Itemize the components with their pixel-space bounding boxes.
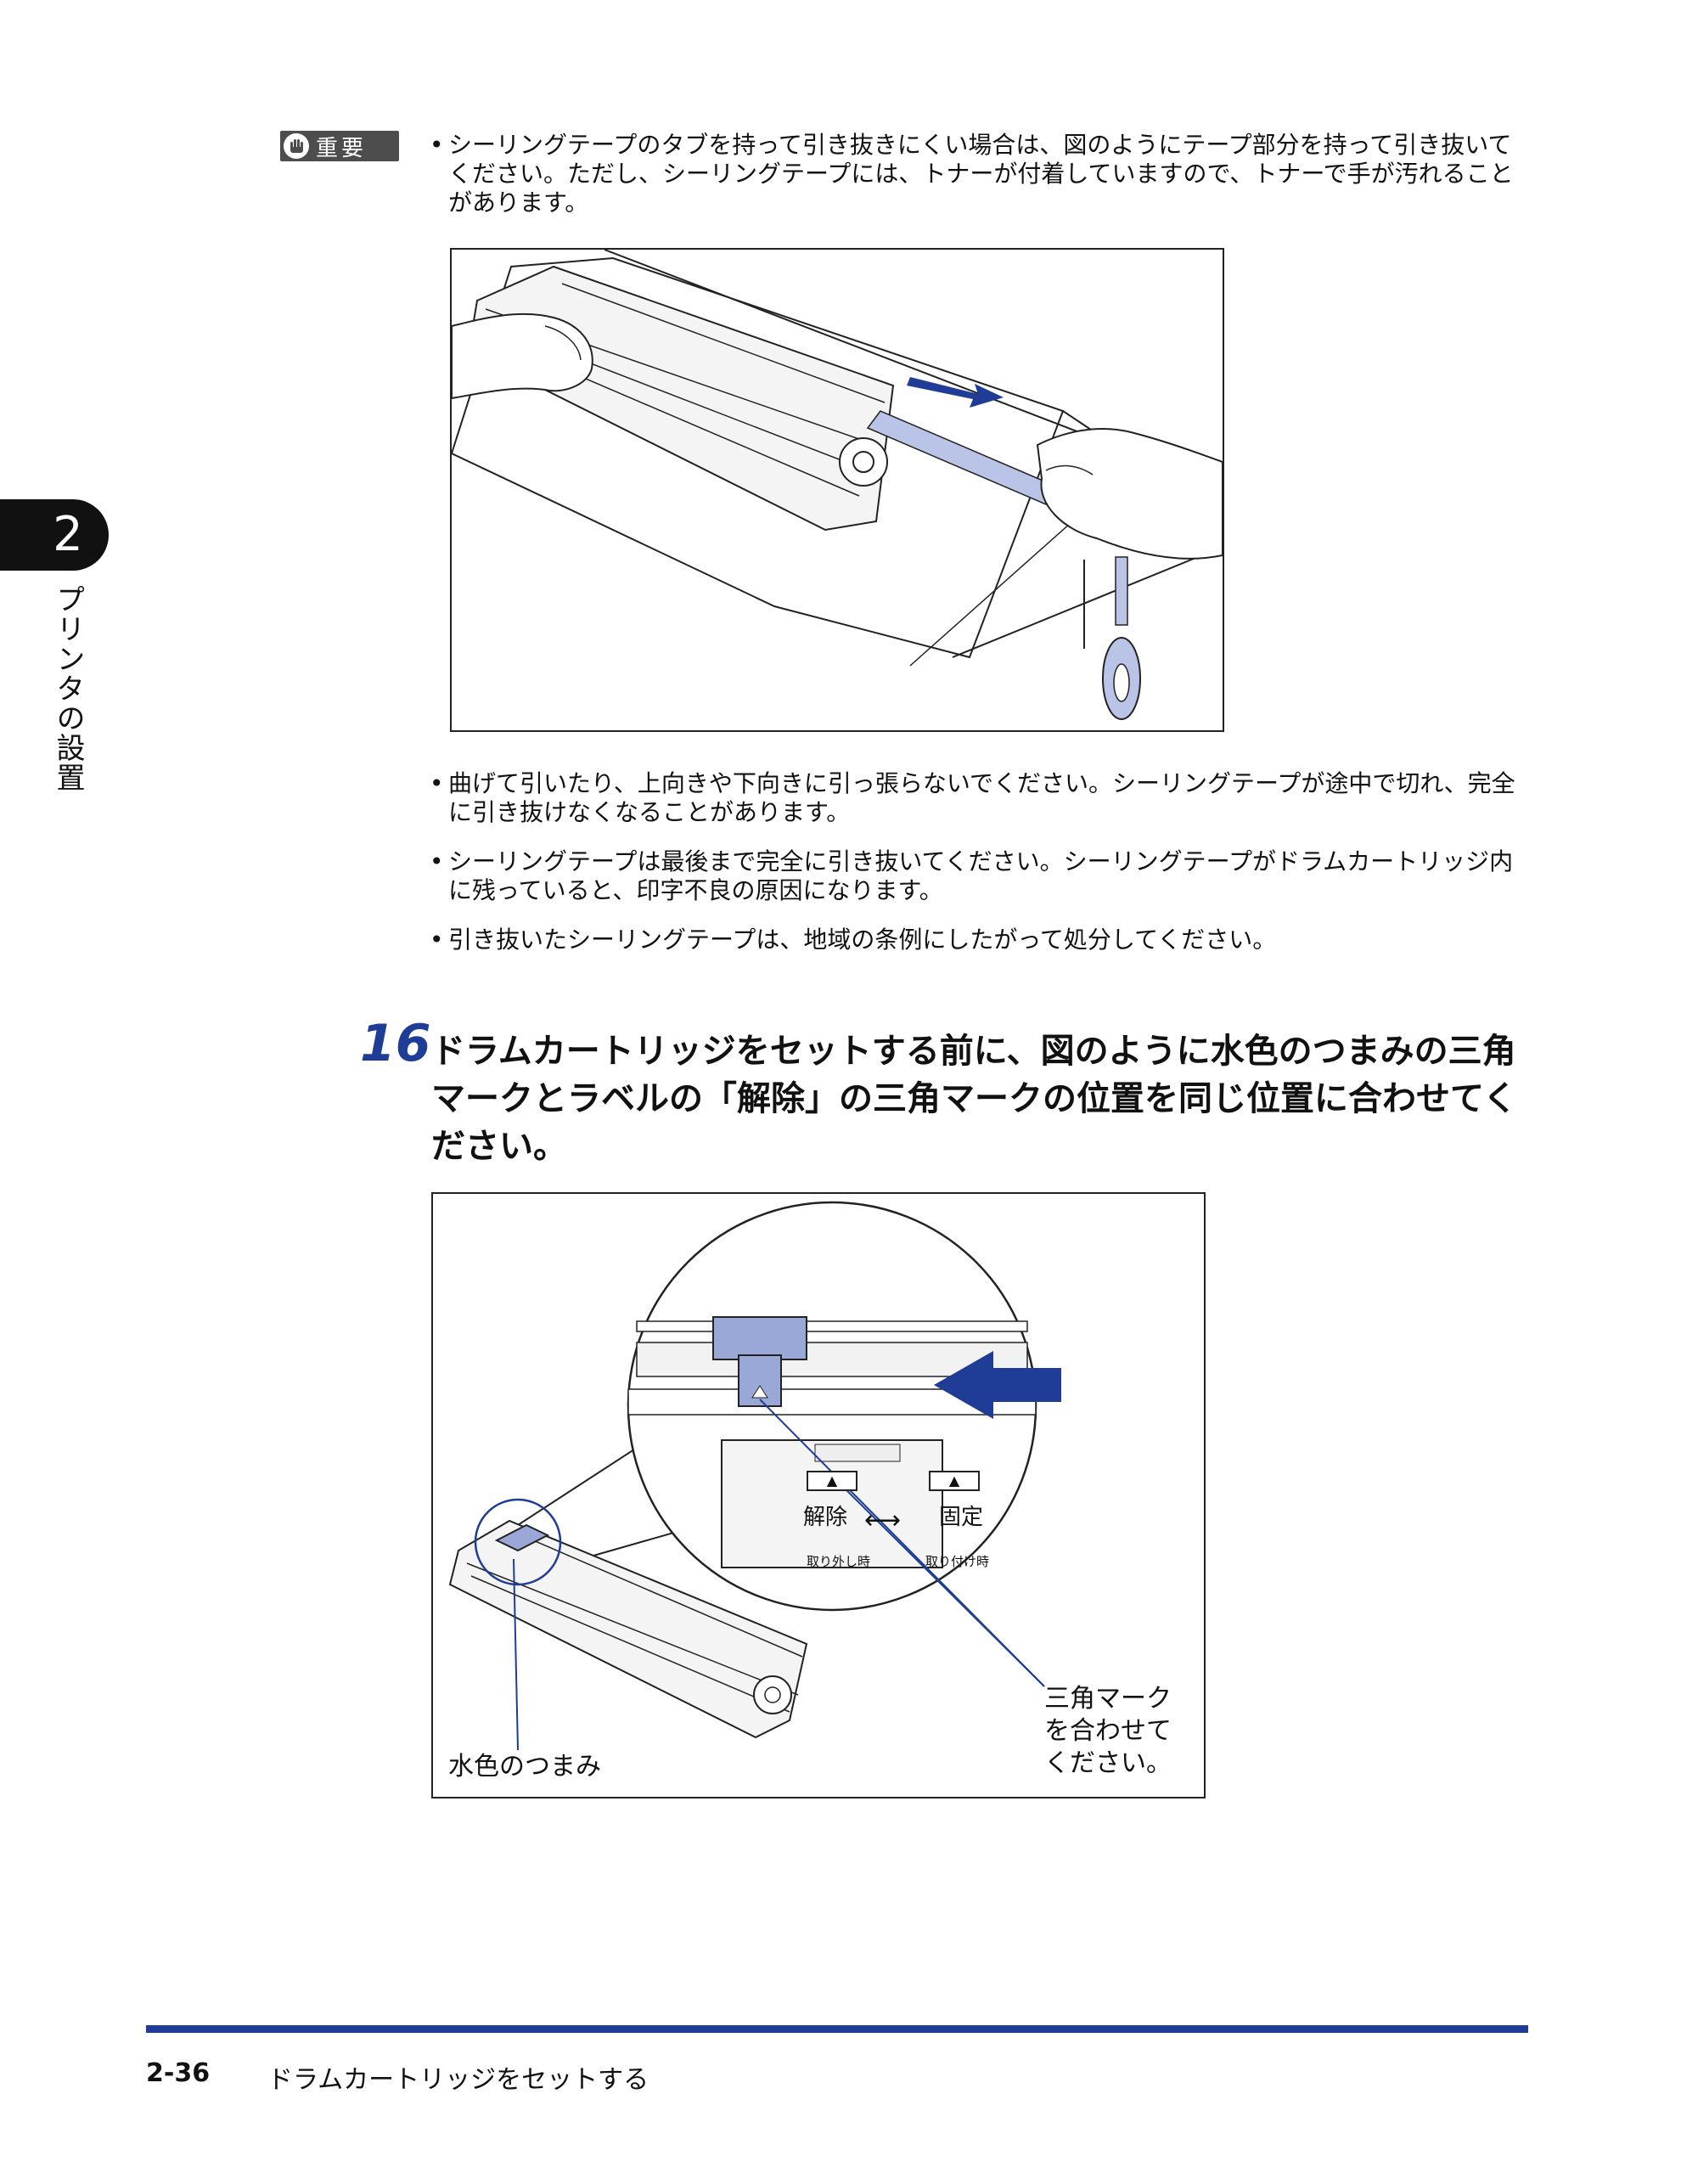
- note-text: 引き抜いたシーリングテープは、地域の条例にしたがって処分してください。: [448, 926, 1277, 954]
- page-number: 2-36: [146, 2058, 211, 2088]
- release-triangle-mark: ▲: [807, 1471, 857, 1491]
- note-item: • シーリングテープのタブを持って引き抜きにくい場合は、図のようにテープ部分を持…: [430, 131, 1533, 217]
- knob-label: 水色のつまみ: [448, 1752, 601, 1782]
- plate-attach-time: 取り付け時: [925, 1554, 990, 1569]
- note-item: • 引き抜いたシーリングテープは、地域の条例にしたがって処分してください。: [430, 926, 1533, 954]
- align-label: 三角マーク を合わせて ください。: [1044, 1683, 1172, 1780]
- bullet: •: [430, 131, 444, 159]
- note-text: 曲げて引いたり、上向きや下向きに引っ張らないでください。シーリングテープが途中で…: [448, 769, 1515, 826]
- hand-icon: [284, 133, 309, 159]
- footer-rule: [146, 2025, 1528, 2033]
- footer-title: ドラムカートリッジをセットする: [267, 2065, 649, 2095]
- important-badge: 重要: [280, 131, 399, 161]
- step-number: 16: [360, 1014, 431, 1073]
- note-text: シーリングテープのタブを持って引き抜きにくい場合は、図のようにテープ部分を持って…: [448, 131, 1514, 217]
- note-item: • シーリングテープは最後まで完全に引き抜いてください。シーリングテープがドラム…: [430, 847, 1533, 905]
- step-instruction: ドラムカートリッジをセットする前に、図のように水色のつまみの三角マークとラベルの…: [431, 1032, 1517, 1166]
- note-text: シーリングテープは最後まで完全に引き抜いてください。シーリングテープがドラムカー…: [448, 847, 1514, 904]
- chapter-tab: [0, 499, 109, 571]
- plate-release-label: 解除: [803, 1505, 848, 1530]
- double-arrow-icon: ⟷: [864, 1506, 902, 1535]
- align-label-line: を合わせて: [1044, 1716, 1172, 1746]
- sealing-tape-illustration: [450, 249, 1223, 720]
- align-label-line: 三角マーク: [1044, 1684, 1172, 1714]
- bullet: •: [430, 926, 444, 954]
- fix-triangle-mark: ▲: [929, 1471, 980, 1491]
- bullet: •: [430, 847, 444, 875]
- align-label-line: ください。: [1044, 1748, 1172, 1778]
- figure-sealing-tape: [450, 248, 1224, 732]
- plate-fix-label: 固定: [939, 1505, 984, 1530]
- chapter-title: プリンタの設置: [51, 584, 85, 792]
- bullet: •: [430, 769, 444, 797]
- knob-alignment-illustration: [448, 1201, 1061, 1751]
- note-item: • 曲げて引いたり、上向きや下向きに引っ張らないでください。シーリングテープが途…: [430, 769, 1533, 827]
- chapter-number: 2: [53, 507, 83, 562]
- important-label: 重要: [316, 135, 368, 161]
- plate-remove-time: 取り外し時: [807, 1554, 871, 1569]
- figure-knob-alignment: ▲ ▲ 解除 固定 ⟷ 取り外し時 取り付け時 水色のつまみ 三角マーク を合わ…: [431, 1192, 1206, 1798]
